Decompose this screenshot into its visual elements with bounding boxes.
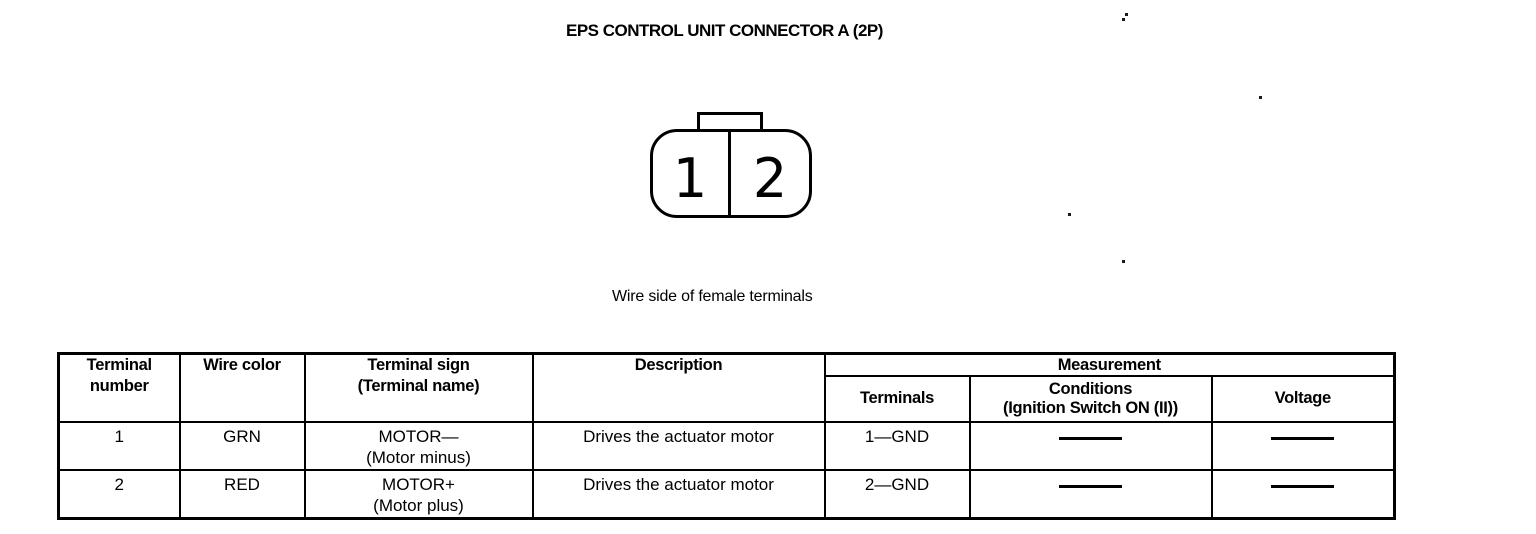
header-measurement: Measurement: [823, 352, 1396, 377]
cell-terminal-number: 1: [57, 420, 181, 471]
header-wire-color: Wire color: [178, 352, 306, 423]
cell-terminal-sign-line2: (Motor minus): [366, 447, 471, 467]
header-description: Description: [531, 352, 826, 423]
header-terminal-sign-line2: (Terminal name): [357, 377, 480, 395]
table-row: 1 GRN MOTOR— (Motor minus) Drives the ac…: [57, 420, 1396, 471]
cell-terminal-sign: MOTOR+ (Motor plus): [303, 468, 534, 520]
no-value-dash: [1059, 484, 1122, 488]
header-terminals: Terminals: [823, 374, 971, 423]
cell-voltage: [1210, 468, 1396, 520]
scan-speck: [1125, 13, 1128, 16]
pin-1-label: 1: [672, 147, 708, 210]
cell-terminals: 2—GND: [823, 468, 971, 520]
cell-terminal-sign-line2: (Motor plus): [373, 495, 464, 515]
header-terminal-number: Terminal number: [57, 352, 181, 423]
cell-wire-color: GRN: [178, 420, 306, 471]
cell-conditions: [968, 468, 1213, 520]
table-header-row-1: Terminal number Wire color Terminal sign…: [57, 352, 1396, 423]
header-terminal-sign: Terminal sign (Terminal name): [303, 352, 534, 423]
cell-terminal-sign-line1: MOTOR—: [378, 426, 459, 446]
page-title: EPS CONTROL UNIT CONNECTOR A (2P): [566, 21, 883, 40]
cell-voltage: [1210, 420, 1396, 471]
scan-speck: [1122, 18, 1125, 21]
cell-description: Drives the actuator motor: [531, 468, 826, 520]
cell-wire-color: RED: [178, 468, 306, 520]
scan-speck: [1259, 96, 1262, 99]
cell-terminals: 1—GND: [823, 420, 971, 471]
no-value-dash: [1271, 436, 1335, 440]
header-terminal-sign-line1: Terminal sign: [367, 356, 470, 374]
pin-2-label: 2: [752, 147, 788, 210]
connector-caption: Wire side of female terminals: [612, 288, 813, 305]
pinout-table: Terminal number Wire color Terminal sign…: [57, 352, 1397, 520]
scan-speck: [1122, 260, 1125, 263]
header-voltage: Voltage: [1210, 374, 1396, 423]
connector-cavity-divider: [728, 132, 731, 215]
no-value-dash: [1059, 436, 1122, 440]
connector-body: [650, 129, 812, 218]
no-value-dash: [1271, 484, 1335, 488]
header-conditions-line1: Conditions: [1048, 379, 1133, 398]
cell-terminal-sign-line1: MOTOR+: [382, 474, 455, 494]
cell-terminal-number: 2: [57, 468, 181, 520]
table-header-row-2: Terminals Conditions (Ignition Switch ON…: [59, 374, 1396, 423]
scan-speck: [1068, 213, 1071, 216]
cell-conditions: [968, 420, 1213, 471]
cell-description: Drives the actuator motor: [531, 420, 826, 471]
table-row: 2 RED MOTOR+ (Motor plus) Drives the act…: [57, 468, 1396, 520]
cell-terminal-sign: MOTOR— (Motor minus): [303, 420, 534, 471]
header-conditions-line2: (Ignition Switch ON (II)): [1003, 398, 1178, 417]
header-conditions: Conditions (Ignition Switch ON (II)): [968, 374, 1213, 423]
